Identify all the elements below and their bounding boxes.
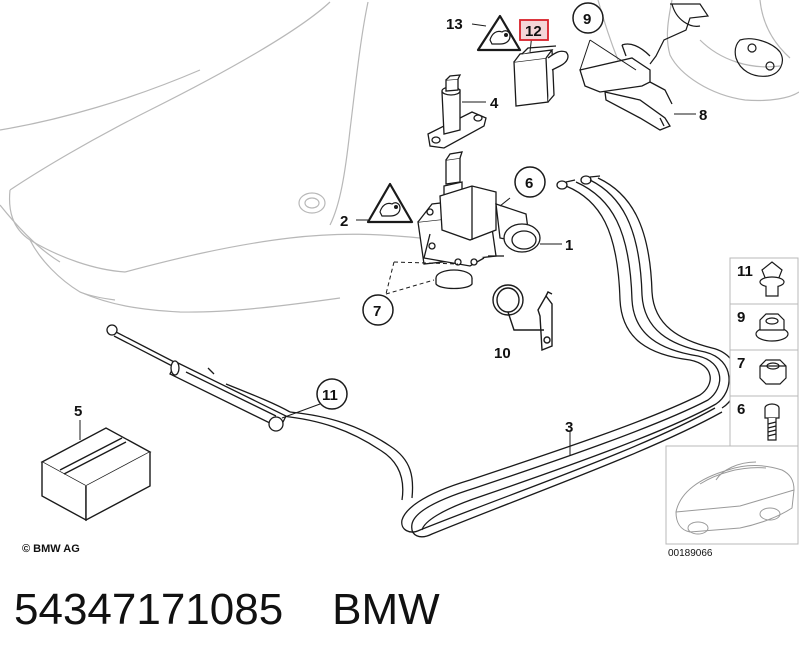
warning-label-part-2 bbox=[366, 182, 414, 224]
warning-label-part-13 bbox=[476, 14, 522, 52]
callout-3: 3 bbox=[565, 419, 573, 436]
cable-guide-part-9 bbox=[579, 43, 673, 131]
fastener-label-6: 6 bbox=[737, 401, 745, 418]
callout-13: 13 bbox=[446, 16, 463, 33]
callout-2: 2 bbox=[340, 213, 348, 230]
fastener-label-11: 11 bbox=[737, 263, 753, 280]
callout-7-circle bbox=[362, 294, 394, 326]
callout-leaders bbox=[79, 23, 696, 456]
part-number-line: 54347171085 BMW bbox=[14, 585, 440, 635]
callouts: 13 12 9 8 4 6 2 1 7 10 11 5 3 bbox=[74, 2, 707, 436]
o-ring-and-clip-part-10 bbox=[492, 284, 553, 352]
brand-name: BMW bbox=[332, 585, 440, 634]
flange-nut-icon bbox=[755, 313, 789, 342]
callout-8: 8 bbox=[699, 107, 707, 124]
callout-5: 5 bbox=[74, 403, 82, 420]
callout-11-circle bbox=[316, 378, 348, 410]
vehicle-thumbnail: 00189066 bbox=[665, 445, 799, 559]
part-number: 54347171085 bbox=[14, 585, 284, 634]
car-icon bbox=[675, 461, 795, 535]
callout-12: 12 bbox=[525, 23, 542, 40]
reference-number: 00189066 bbox=[668, 548, 713, 559]
callout-6-circle bbox=[514, 166, 546, 198]
actuator-part-1 bbox=[417, 151, 541, 290]
fastener-label-9: 9 bbox=[737, 309, 745, 326]
callout-9-circle bbox=[572, 2, 604, 34]
callout-6: 6 bbox=[525, 175, 533, 192]
box-part-5 bbox=[40, 427, 152, 522]
callout-9: 9 bbox=[583, 11, 591, 28]
fastener-panel: 11 9 7 6 bbox=[729, 257, 799, 447]
hex-nut-icon bbox=[759, 359, 787, 385]
callout-11: 11 bbox=[322, 387, 338, 404]
callout-1: 1 bbox=[565, 237, 573, 254]
callout-4: 4 bbox=[490, 95, 499, 112]
highlight-box-12 bbox=[519, 19, 549, 41]
fastener-label-7: 7 bbox=[737, 355, 745, 372]
callout-7-leaders bbox=[385, 261, 459, 295]
hinge-bracket bbox=[649, 3, 783, 77]
fastener-panel-frame bbox=[729, 257, 799, 447]
latch-pin-part-4 bbox=[427, 74, 487, 149]
connector-block-part-12 bbox=[513, 45, 569, 107]
gas-strut-part-11 bbox=[106, 324, 287, 432]
callout-7: 7 bbox=[373, 303, 381, 320]
bolt-icon bbox=[764, 403, 780, 441]
trunk-lid-outline bbox=[0, 0, 799, 313]
copyright: © BMW AG bbox=[22, 543, 80, 555]
callout-10: 10 bbox=[494, 345, 511, 362]
rivet-icon bbox=[759, 261, 785, 297]
